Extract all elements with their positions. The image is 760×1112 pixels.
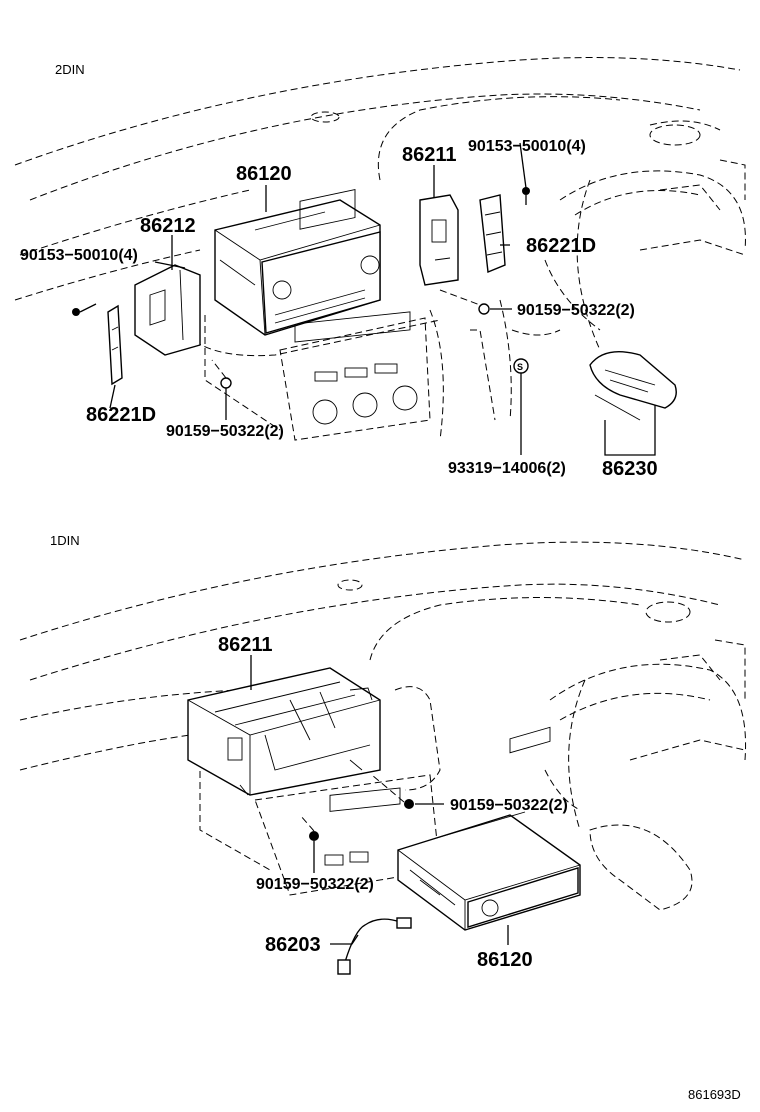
label-86120-top: 86120 [236, 163, 292, 185]
head-unit-86120-1din [397, 726, 581, 931]
screw-90153-right-icon [522, 187, 530, 205]
dashboard-outline-bottom [19, 541, 747, 911]
screw-90159-right-bottom-icon [371, 774, 414, 809]
dashboard-outline-top [14, 57, 746, 441]
leader-lines-bottom [250, 655, 509, 945]
trim-86221d-right [479, 194, 506, 274]
label-86211-top: 86211 [402, 144, 457, 166]
label-93319: 93319−14006(2) [448, 460, 566, 477]
screw-90159-right-icon [478, 303, 490, 315]
screw-90159-left-icon [211, 359, 232, 389]
label-86212: 86212 [140, 215, 196, 237]
section-1din: 1DIN [19, 533, 747, 975]
section-label-2din: 2DIN [55, 62, 85, 77]
screw-90153-left-icon [72, 303, 97, 316]
label-90153-left: 90153−50010(4) [20, 247, 138, 264]
label-90159-left-top: 90159−50322(2) [166, 423, 284, 440]
cage-bracket-86211-1din [187, 667, 381, 796]
section-label-1din: 1DIN [50, 533, 80, 548]
bracket-86211-2din [419, 194, 459, 286]
leader-lines-top [109, 142, 656, 456]
label-90159-left-bottom: 90159−50322(2) [256, 876, 374, 893]
cable-86203 [337, 917, 412, 975]
section-2din: 2DIN [14, 57, 746, 480]
label-86203: 86203 [265, 934, 321, 956]
label-90159-right-top: 90159−50322(2) [517, 302, 635, 319]
head-unit-86120-2din [214, 188, 381, 336]
label-86120-bottom: 86120 [477, 949, 533, 971]
svg-text:S: S [517, 362, 523, 372]
reference-code: 861693D [688, 1087, 741, 1102]
label-86221d-left: 86221D [86, 404, 156, 426]
label-86230: 86230 [602, 458, 658, 480]
label-90153-right: 90153−50010(4) [468, 138, 586, 155]
label-86221d-right: 86221D [526, 235, 596, 257]
trim-86221d-left [107, 304, 123, 386]
clip-93319-icon: S [513, 358, 529, 374]
switch-86230 [589, 351, 677, 421]
bracket-86212 [134, 264, 201, 356]
label-90159-right-bottom: 90159−50322(2) [450, 797, 568, 814]
screw-90159-left-bottom-icon [299, 814, 319, 841]
label-86211-bottom: 86211 [218, 634, 273, 656]
